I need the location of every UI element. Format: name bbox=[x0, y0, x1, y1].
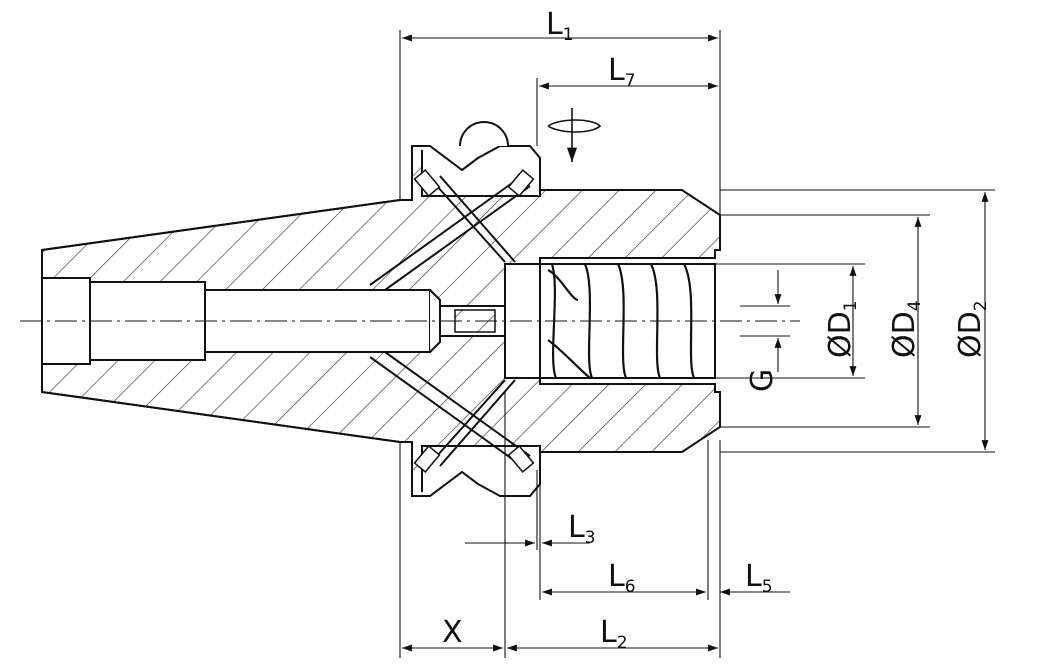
label-L6: L6 bbox=[608, 559, 636, 597]
label-X: X bbox=[442, 615, 463, 650]
holder-body bbox=[41, 121, 721, 497]
label-L5: L5 bbox=[745, 559, 773, 597]
flange-groove-bottom bbox=[412, 446, 541, 497]
ball bbox=[459, 121, 509, 147]
dimension-arrows bbox=[402, 34, 989, 652]
label-D1: ØD1 bbox=[823, 300, 861, 358]
flange-groove-top bbox=[412, 145, 541, 196]
label-D2: ØD2 bbox=[953, 300, 991, 358]
extension-lines bbox=[399, 30, 995, 658]
label-L2: L2 bbox=[600, 615, 628, 653]
label-L7: L7 bbox=[608, 53, 636, 91]
label-L1: L1 bbox=[546, 7, 574, 45]
label-D4: ØD4 bbox=[887, 300, 925, 358]
thread-helix bbox=[547, 263, 696, 379]
label-L3: L3 bbox=[568, 510, 596, 548]
label-G: G bbox=[745, 369, 780, 392]
rotation-icon bbox=[547, 108, 602, 162]
